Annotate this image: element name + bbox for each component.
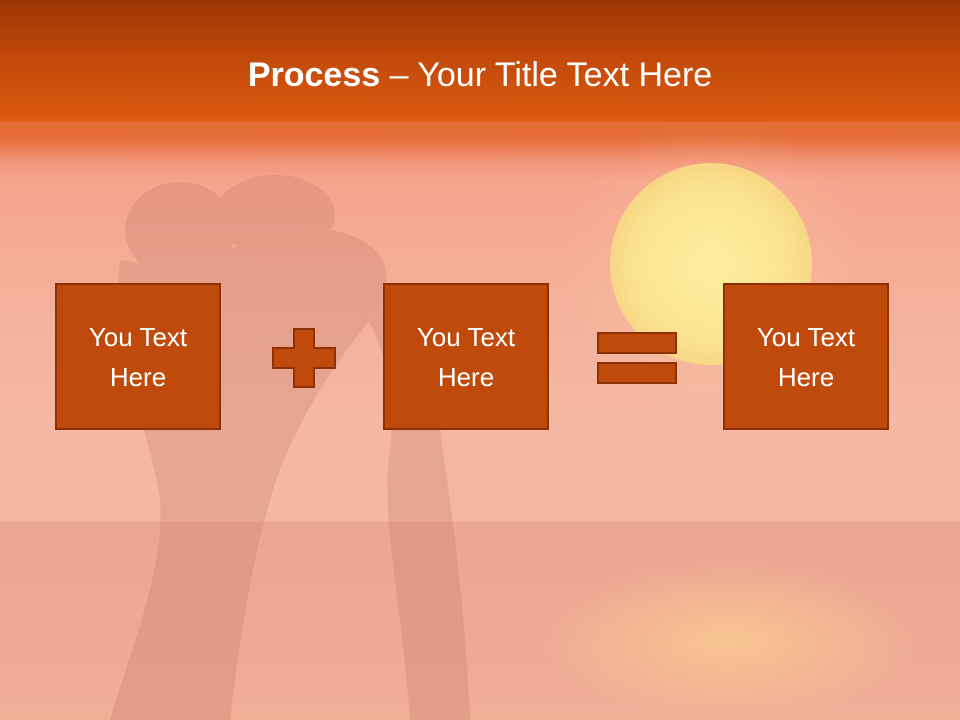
process-box-1-text: You Text Here: [88, 321, 188, 392]
process-box-3-text: You Text Here: [756, 321, 856, 392]
process-box-2[interactable]: You Text Here: [383, 283, 549, 430]
plus-icon: [272, 328, 336, 388]
title-band: [0, 0, 960, 130]
sea-glint: [540, 560, 920, 720]
slide-title: Process – Your Title Text Here: [0, 52, 960, 98]
process-box-1[interactable]: You Text Here: [55, 283, 221, 430]
couple-silhouette-image: [110, 175, 470, 720]
process-box-3[interactable]: You Text Here: [723, 283, 889, 430]
title-glow: [0, 122, 960, 162]
title-bold-text: Process: [247, 56, 381, 94]
title-rest-text: – Your Title Text Here: [380, 56, 713, 94]
equals-icon: [597, 332, 677, 384]
process-box-2-text: You Text Here: [416, 321, 516, 392]
